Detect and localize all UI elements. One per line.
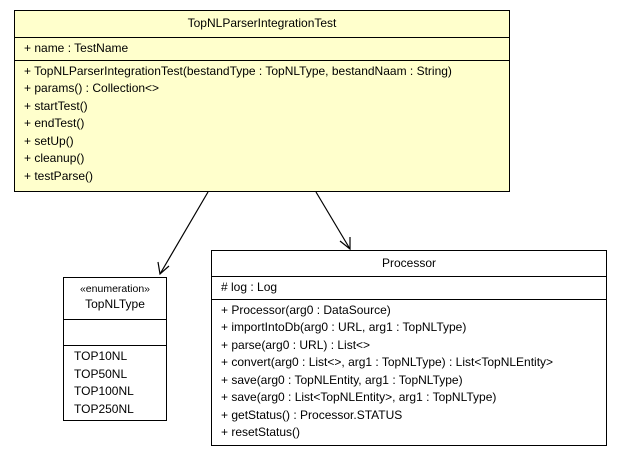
operation: + endTest() [24,116,85,130]
literals-compartment: TOP10NL TOP50NL TOP100NL TOP250NL [64,345,166,420]
stereotype-label: «enumeration» [79,283,151,295]
operation: + getStatus() : Processor.STATUS [221,407,403,422]
operation: + cleanup() [24,151,85,165]
operation: + testParse() [24,168,94,183]
operation: + TopNLParserIntegrationTest(bestandType… [24,63,452,78]
class-name: Processor [381,256,437,270]
operations-compartment: + TopNLParserIntegrationTest(bestandType… [15,59,509,188]
enum-literal: TOP10NL [74,349,128,363]
attributes-compartment: + name : TestName [15,37,509,60]
operation: + importIntoDb(arg0 : URL, arg1 : TopNLT… [221,320,467,334]
operation: + save(arg0 : TopNLEntity, arg1 : TopNLT… [221,372,463,387]
association-to-processor [315,191,351,250]
class-name: TopNLType [85,297,145,311]
attribute: + name : TestName [24,41,129,55]
association-to-topnltype [159,191,209,275]
enum-literal: TOP50NL [74,366,128,381]
attribute: # log : Log [221,280,278,294]
enum-literal: TOP100NL [74,384,134,398]
arrowhead-topnltype [157,261,170,276]
operation: + Processor(arg0 : DataSource) [221,302,391,317]
operation: + parse(arg0 : URL) : List<> [221,337,371,352]
arrowhead-processor [339,237,351,251]
operation: + save(arg0 : List<TopNLEntity>, arg1 : … [221,390,497,404]
operation: + setUp() [24,133,74,148]
enum-literal: TOP250NL [74,401,134,416]
attributes-compartment [64,319,166,345]
class-topnlparserintegrationtest[interactable]: TopNLParserIntegrationTest + name : Test… [14,10,510,192]
class-header: «enumeration» TopNLType [64,278,166,319]
class-header: Processor [212,251,606,276]
operation: + params() : Collection<> [24,81,160,95]
operations-compartment: + Processor(arg0 : DataSource) + importIn… [212,298,606,444]
class-processor[interactable]: Processor # log : Log + Processor(arg0 :… [211,250,607,446]
operation: + convert(arg0 : List<>, arg1 : TopNLTyp… [221,355,554,369]
operation: + startTest() [24,98,88,113]
attributes-compartment: # log : Log [212,276,606,299]
operation: + resetStatus() [221,425,301,439]
class-header: TopNLParserIntegrationTest [15,11,509,37]
class-name: TopNLParserIntegrationTest [187,16,337,30]
